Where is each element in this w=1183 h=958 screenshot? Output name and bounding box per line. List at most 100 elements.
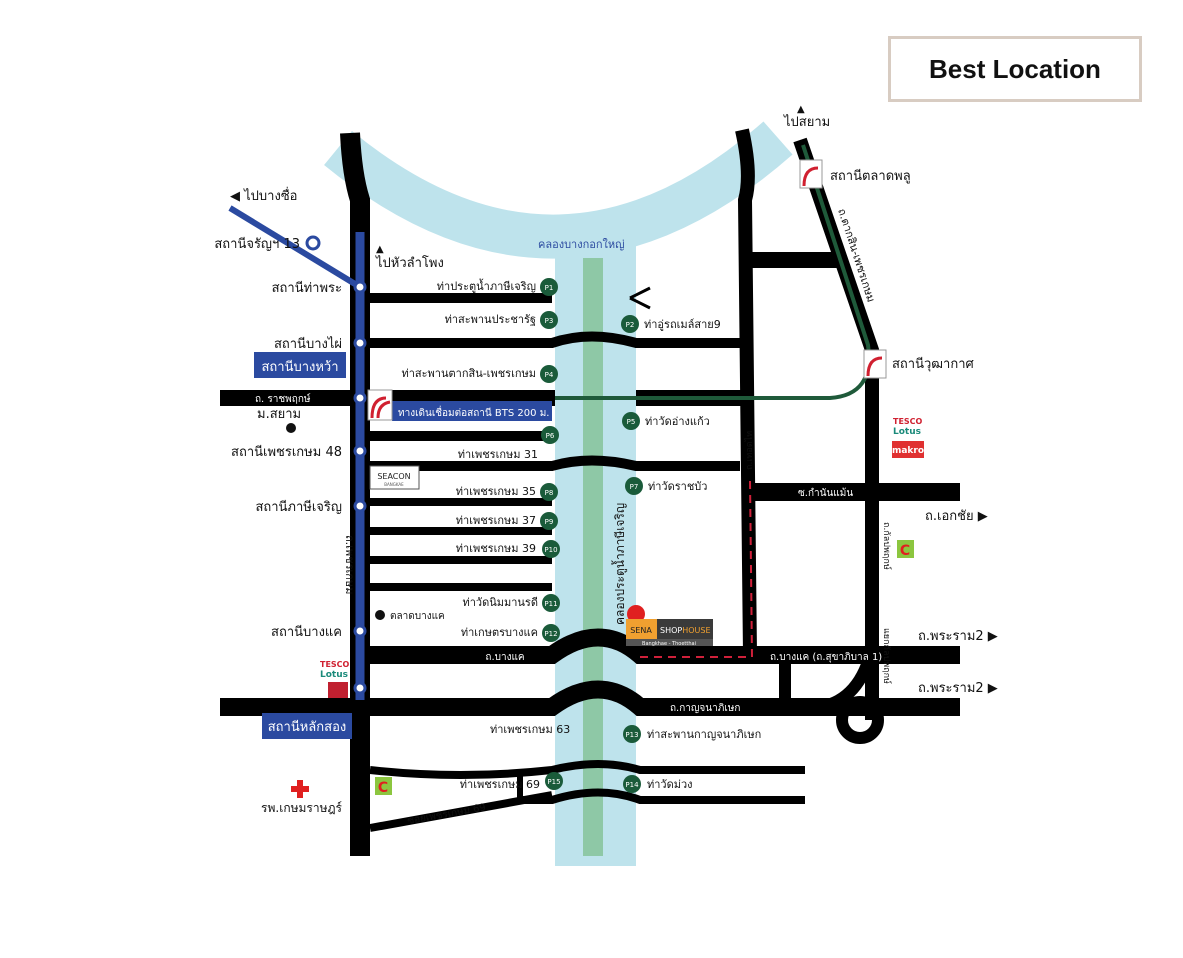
roads	[220, 128, 960, 856]
svg-text:SHOPHOUSE: SHOPHOUSE	[660, 626, 711, 635]
road-kanchanaphisek: ถ.กาญจนาภิเษก	[670, 703, 740, 714]
makro-logo: makro	[892, 441, 924, 458]
svg-text:P5: P5	[627, 418, 636, 426]
market-icon	[328, 682, 348, 698]
direction-ekkachai: ถ.เอกชัย ▶	[925, 509, 988, 524]
bang-khae-market: ตลาดบางแค	[390, 611, 445, 622]
pier-p6[interactable]: P6 ท่าเพชรเกษม 31	[458, 426, 559, 461]
place-dot	[375, 610, 385, 620]
svg-text:P2: P2	[626, 321, 635, 329]
station-phasi-charoen[interactable]: สถานีภาษีเจริญ	[255, 499, 342, 515]
station-bang-phai[interactable]: สถานีบางไผ่	[274, 336, 342, 352]
station-charan13[interactable]: สถานีจรัญฯ 13	[214, 236, 300, 252]
station-lak-song[interactable]: สถานีหลักสอง	[268, 719, 347, 735]
mrt-station-dot[interactable]	[353, 624, 367, 638]
pier-p11[interactable]: ท่าวัดนิมมานรดี P11	[462, 594, 560, 612]
mrt-station-dot[interactable]	[305, 235, 321, 251]
svg-text:makro: makro	[892, 446, 924, 456]
svg-text:P12: P12	[544, 630, 557, 638]
bang-wa-box	[254, 352, 346, 378]
svg-text:ท่าเพชรเกษม 69: ท่าเพชรเกษม 69	[460, 778, 540, 791]
road-kanlapaphruek: ถ.กัลปพฤกษ์	[881, 522, 893, 570]
svg-text:TESCO: TESCO	[893, 417, 923, 426]
svg-text:P14: P14	[625, 781, 639, 789]
svg-text:P13: P13	[625, 731, 638, 739]
lak-song-box	[262, 713, 352, 739]
pier-p12[interactable]: ท่าเกษตรบางแค P12	[461, 624, 560, 642]
walking-route	[640, 479, 754, 658]
svg-text:P15: P15	[547, 778, 560, 786]
svg-text:ท่าวัดม่วง: ท่าวัดม่วง	[647, 778, 693, 791]
pier-p1[interactable]: ท่าประตูน้ำภาษีเจริญ P1	[437, 278, 558, 296]
svg-text:ท่าสะพานประชารัฐ: ท่าสะพานประชารัฐ	[445, 313, 536, 326]
mrt-station-dot[interactable]	[353, 391, 367, 405]
svg-text:Lotus: Lotus	[320, 670, 348, 680]
svg-text:P9: P9	[545, 518, 554, 526]
bts-icon	[367, 389, 393, 421]
svg-text:P8: P8	[545, 489, 554, 497]
road-ratchaphruek: ถ. ราชพฤกษ์	[255, 393, 311, 405]
svg-text:P11: P11	[544, 600, 557, 608]
mrt-station-dot[interactable]	[353, 444, 367, 458]
mrt-station-dot[interactable]	[353, 336, 367, 350]
pier-p8[interactable]: ท่าเพชรเกษม 35 P8	[456, 483, 558, 501]
label-phetkasem63: ท่าเพชรเกษม 63	[490, 723, 570, 736]
station-tha-phra[interactable]: สถานีท่าพระ	[272, 280, 342, 296]
tesco-lotus-logo: TESCO Lotus TESCO Lotus	[320, 417, 923, 680]
svg-text:ท่าเกษตรบางแค: ท่าเกษตรบางแค	[461, 626, 538, 639]
svg-text:ท่าสะพานตากสิน-เพชรเกษม: ท่าสะพานตากสิน-เพชรเกษม	[402, 367, 537, 380]
station-bang-khae[interactable]: สถานีบางแค	[271, 624, 342, 640]
project-location-marker[interactable]	[627, 605, 645, 623]
station-bang-wa[interactable]: สถานีบางหว้า	[261, 359, 338, 375]
canal-bangkok-yai	[324, 121, 793, 259]
up-arrow-icon: ▲	[376, 244, 384, 255]
hospital-icon	[291, 780, 309, 798]
svg-text:Lotus: Lotus	[893, 427, 921, 437]
place-dot	[286, 423, 296, 433]
svg-text:ท่าประตูน้ำภาษีเจริญ: ท่าประตูน้ำภาษีเจริญ	[437, 278, 536, 293]
svg-text:P6: P6	[546, 432, 555, 440]
svg-text:ท่าวัดอ่างแก้ว: ท่าวัดอ่างแก้ว	[645, 415, 710, 428]
bigc-logo: C	[375, 777, 392, 796]
svg-text:P1: P1	[545, 284, 554, 292]
station-wutthakat[interactable]: สถานีวุฒากาศ	[892, 356, 975, 372]
svg-text:ท่าเพชรเกษม 37: ท่าเพชรเกษม 37	[456, 514, 536, 527]
svg-text:Bangkhae - Thoetthai: Bangkhae - Thoetthai	[642, 641, 696, 647]
svg-text:ท่าเพชรเกษม 31: ท่าเพชรเกษม 31	[458, 448, 538, 461]
bts-icon	[799, 159, 823, 189]
svg-text:ท่าเพชรเกษม 35: ท่าเพชรเกษม 35	[456, 485, 536, 498]
road-phetkasem: ถ.เพชรเกษม	[343, 535, 356, 594]
svg-text:ท่าวัดนิมมานรดี: ท่าวัดนิมมานรดี	[462, 596, 538, 609]
mrt-station-dot[interactable]	[353, 499, 367, 513]
direction-bang-sue: ◀ ไปบางซื่อ	[230, 187, 297, 204]
pier-p14[interactable]: P14 ท่าวัดม่วง	[623, 775, 693, 793]
svg-text:SEACON: SEACON	[377, 472, 410, 481]
svg-text:C: C	[900, 543, 910, 559]
walkway-box	[392, 401, 552, 421]
station-talat-phlu[interactable]: สถานีตลาดพลู	[830, 168, 911, 184]
canal-center-stripe	[583, 258, 603, 856]
mrt-station-dot[interactable]	[353, 681, 367, 695]
canal-bangkok-yai-label: คลองบางกอกใหญ่	[538, 238, 625, 251]
mrt-station-dot[interactable]	[353, 280, 367, 294]
svg-text:ท่าเพชรเกษม 39: ท่าเพชรเกษม 39	[456, 542, 536, 555]
pier-p9[interactable]: ท่าเพชรเกษม 37 P9	[456, 512, 558, 530]
pier-p5[interactable]: P5 ท่าวัดอ่างแก้ว	[622, 412, 710, 430]
svg-text:BANGKAE: BANGKAE	[384, 482, 404, 487]
road-bang-khae: ถ.บางแค	[485, 652, 524, 663]
road-soi-phetkasem69: ซอยเพชรเกษม 69	[407, 802, 487, 827]
pier-p15[interactable]: ท่าเพชรเกษม 69 P15	[460, 772, 563, 791]
svg-text:P7: P7	[630, 483, 639, 491]
canal-phasi-charoen-label: คลองประตูน้ำภาษีเจริญ	[611, 503, 628, 625]
sena-shophouse-logo[interactable]: SENA SHOPHOUSE Bangkhae - Thoetthai	[626, 619, 713, 647]
station-phetkasem48[interactable]: สถานีเพชรเกษม 48	[231, 444, 342, 460]
